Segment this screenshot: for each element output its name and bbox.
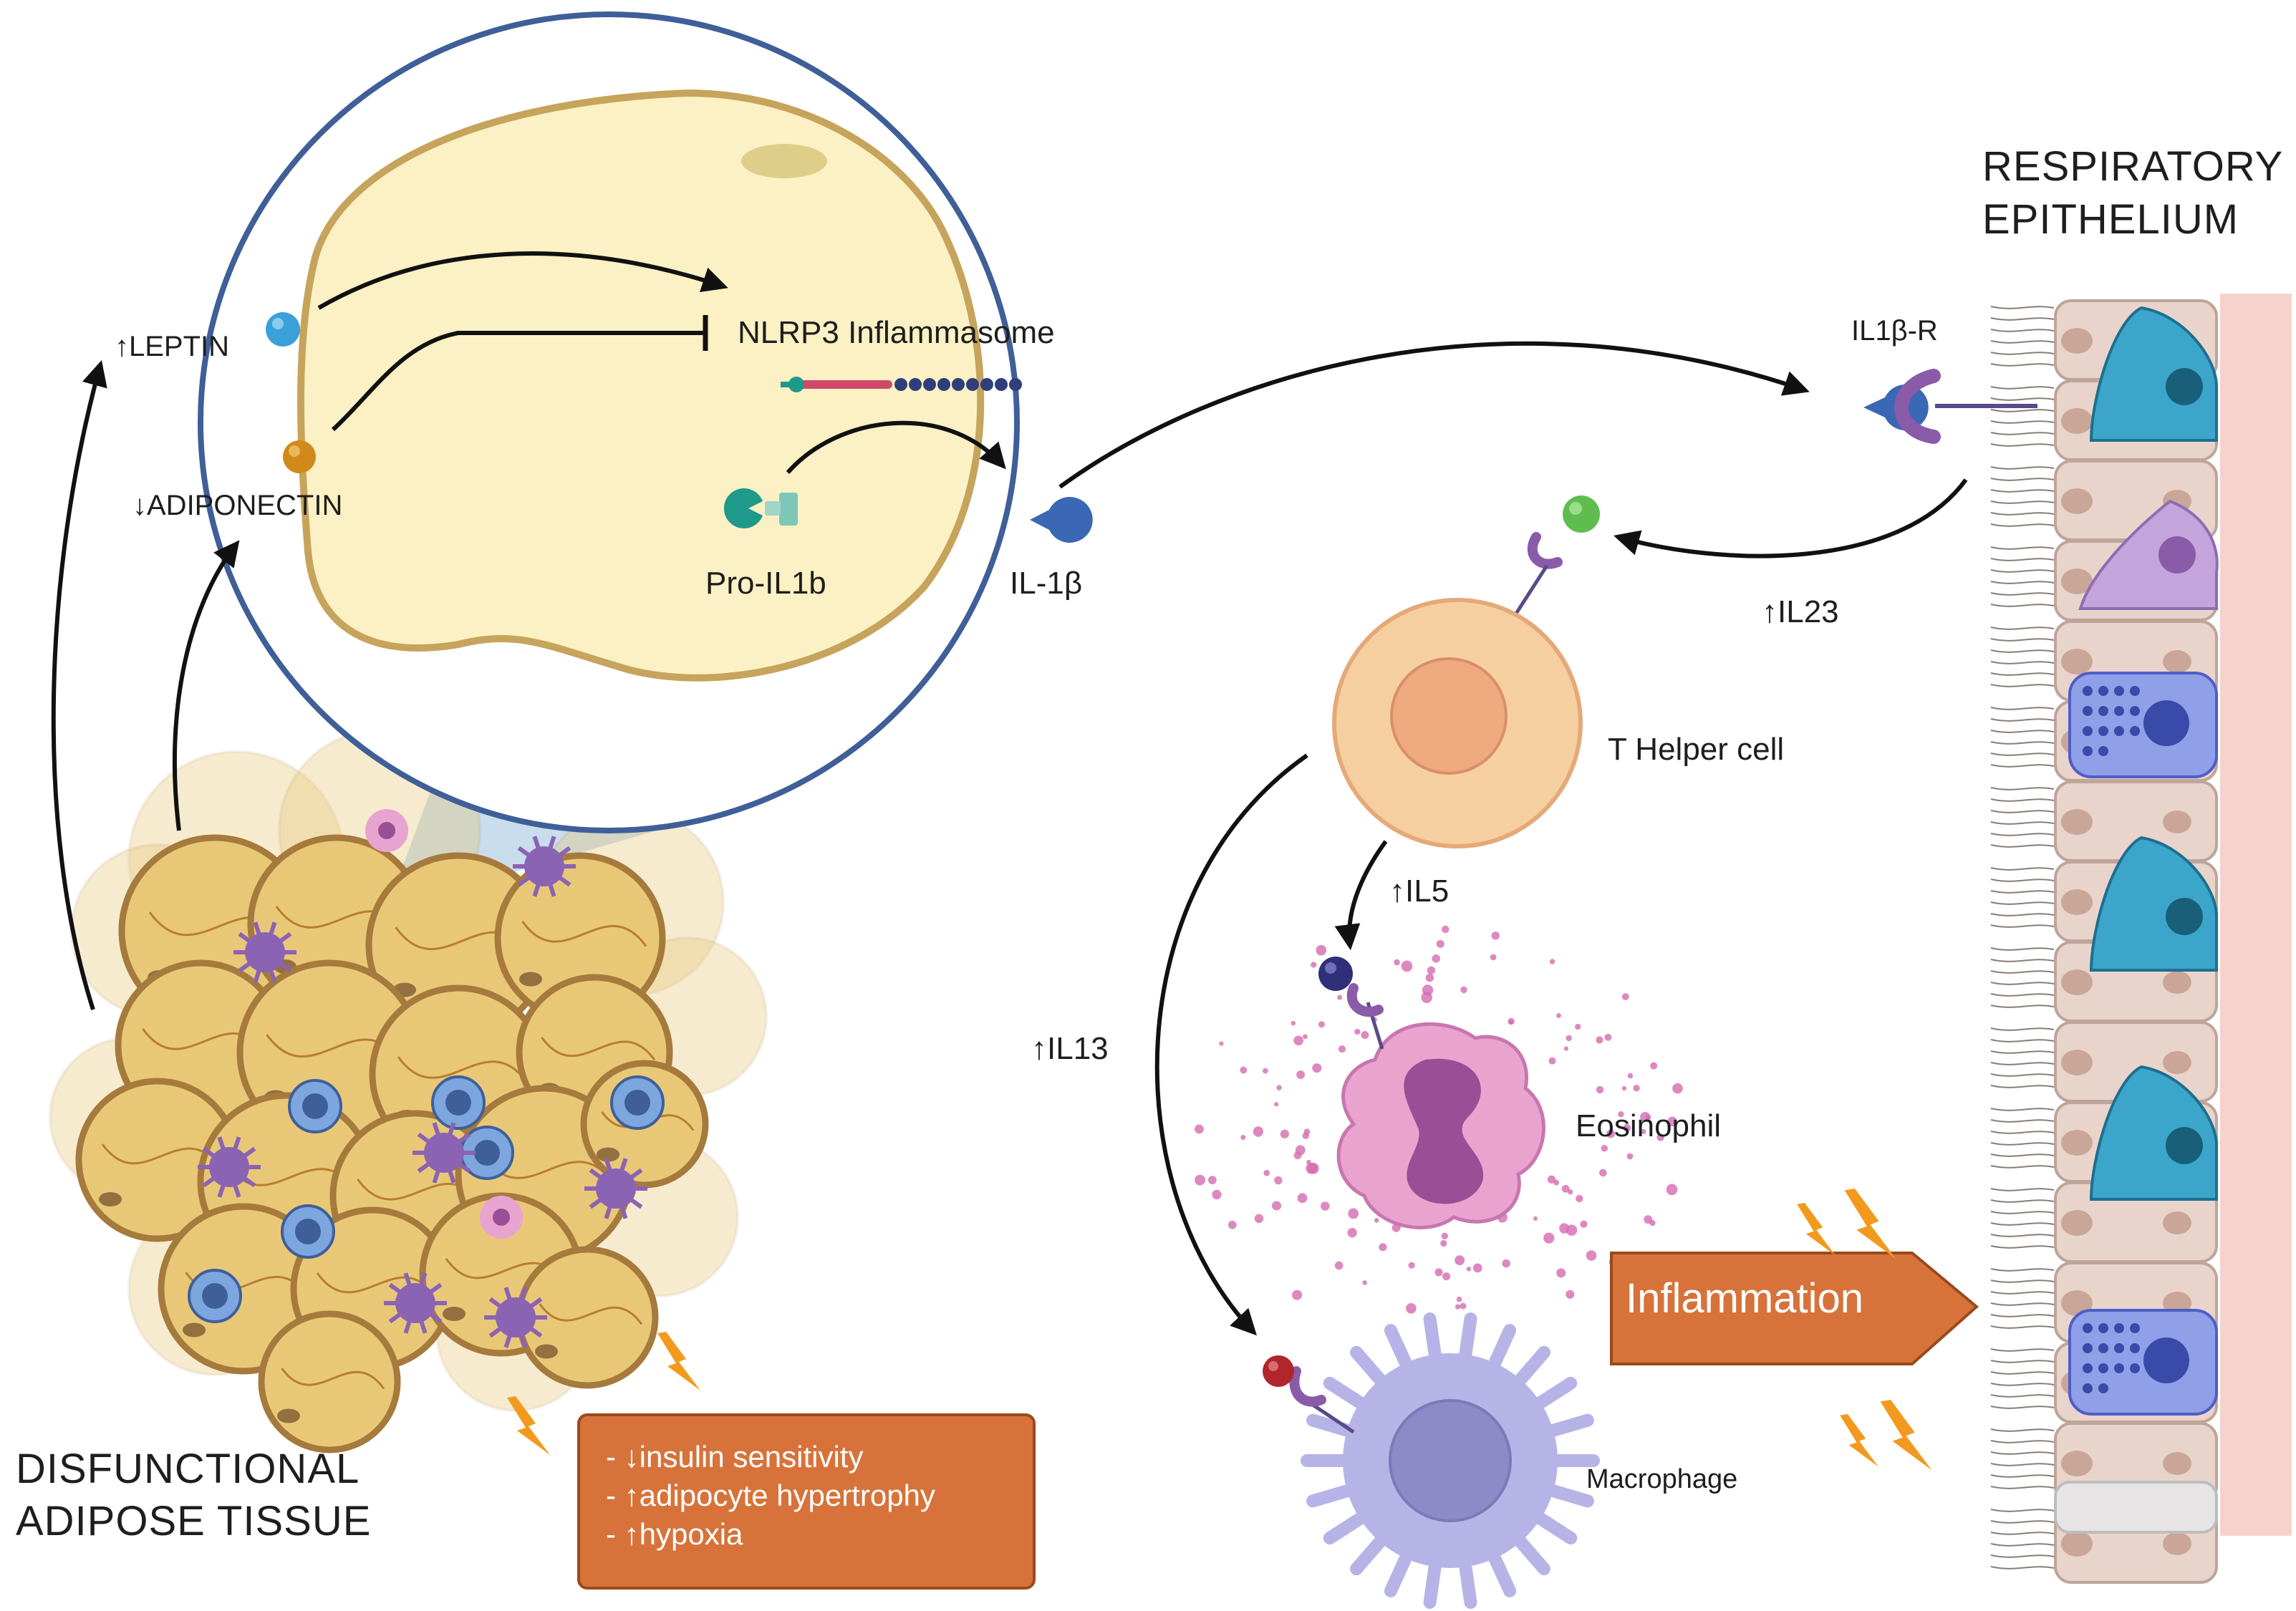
il23-ligand-icon — [1563, 495, 1600, 533]
cleavage-arrow — [786, 420, 1006, 474]
lightning-bolts — [507, 1189, 1932, 1471]
il23-label: ↑IL23 — [1762, 594, 1839, 629]
leptin-label: ↑LEPTIN — [115, 331, 230, 362]
nlrp3-complex — [781, 377, 1022, 392]
il1b-receptor-icon — [1894, 369, 1941, 444]
adiponectin-icon — [283, 440, 316, 473]
nlrp3-label: NLRP3 Inflammasome — [738, 315, 1055, 350]
pro-il1b-label: Pro-IL1b — [705, 566, 826, 601]
inflammation-arrow — [1610, 1252, 1979, 1365]
arrow-il23 — [1614, 478, 1968, 558]
eosinophil-cell — [1195, 925, 1683, 1314]
metabolic-effects-box: - ↓insulin sensitivity - ↑adipocyte hype… — [577, 1413, 1036, 1590]
arrow-leptin-to-nlrp3 — [317, 251, 728, 310]
effect-hypertrophy: - ↑adipocyte hypertrophy — [606, 1479, 935, 1512]
il13-ligand-icon — [1263, 1355, 1294, 1387]
il1b-receptor-label: IL1β-R — [1851, 315, 1938, 347]
adipose-title-line2: ADIPOSE TISSUE — [16, 1498, 372, 1544]
leptin-icon — [266, 312, 300, 347]
inflammation-label: Inflammation — [1626, 1275, 1864, 1322]
zoomed-adipocyte — [297, 89, 985, 682]
adiponectin-label: ↓ADIPONECTIN — [132, 490, 343, 521]
epithelium-title-line2: EPITHELIUM — [1982, 196, 2239, 243]
macrophage-label: Macrophage — [1586, 1464, 1738, 1494]
pro-il1b-icon — [723, 488, 798, 529]
arrow-il13 — [1154, 753, 1308, 1336]
respiratory-epithelium — [1990, 294, 2292, 1584]
il5-label: ↑IL5 — [1389, 874, 1450, 909]
il1b-label: IL-1β — [1010, 566, 1083, 601]
effect-insulin: - ↓insulin sensitivity — [606, 1440, 864, 1474]
macrophage-cell — [1263, 1312, 1600, 1609]
il1b-icon — [1030, 497, 1093, 543]
arrow-to-adiponectin — [172, 540, 240, 831]
epithelium-title-line1: RESPIRATORY — [1982, 143, 2284, 190]
t-helper-label: T Helper cell — [1608, 732, 1785, 767]
t-helper-nucleus — [1390, 657, 1508, 775]
effect-hypoxia: - ↑hypoxia — [606, 1517, 743, 1551]
inhibit-adiponectin-to-nlrp3 — [331, 331, 705, 432]
arrow-il5 — [1334, 840, 1388, 951]
arrow-to-leptin — [51, 360, 107, 1010]
il13-label: ↑IL13 — [1031, 1031, 1109, 1066]
il5-ligand-icon — [1318, 957, 1353, 991]
adipose-tissue-cluster — [49, 729, 768, 1453]
adipocyte-nucleus — [741, 144, 827, 178]
arrow-il1b-to-receptor — [1058, 341, 1810, 489]
adipose-title-line1: DISFUNCTIONAL — [16, 1446, 360, 1492]
eosinophil-label: Eosinophil — [1576, 1108, 1722, 1143]
